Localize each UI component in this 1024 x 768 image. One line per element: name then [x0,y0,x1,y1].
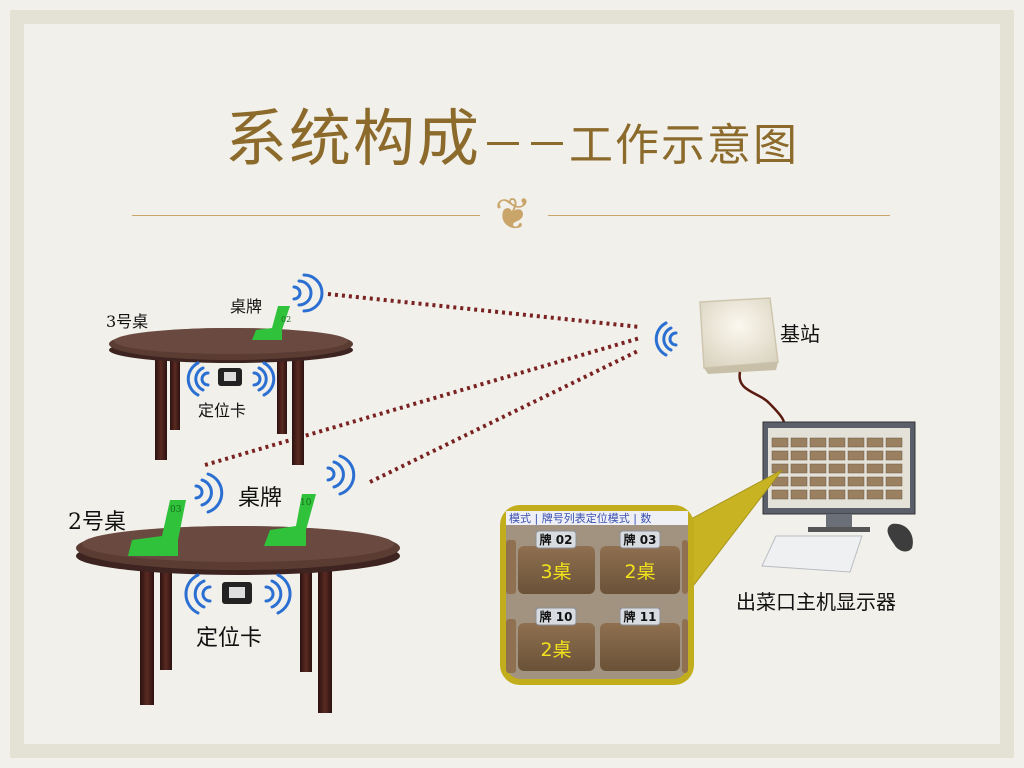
zoom-tabs: 模式 | 牌号列表定位模式 | 数 [509,511,651,525]
signal-icons [184,273,678,615]
zoom-card-1-plate: 牌 02 [540,532,573,547]
link-table3-sign [327,292,641,329]
host-screen-grid [771,437,903,500]
zoom-card-4: 牌 11 [600,607,680,671]
link-table2-sign [369,348,641,484]
slide-title: 系统构成－－工作示意图 [0,88,1024,178]
label-table3: 3号桌 [106,312,149,331]
label-table3-locator: 定位卡 [198,401,247,420]
table3-sign-number: 02 [281,315,291,324]
signal-icon-table2-locator-right [264,573,292,615]
signal-icon-table3-locator-right [252,361,276,397]
label-table2-locator: 定位卡 [196,626,263,651]
title-dashes: －－ [481,120,569,171]
title-sub: 工作示意图 [569,120,799,171]
signal-icon-table2-sign-b [326,454,356,496]
table-3: 02 [109,306,353,465]
table2-locator-icon [222,582,252,604]
label-table2: 2号桌 [68,510,126,535]
table2-sign-b-icon: 10 [264,494,316,546]
zoom-panel: 模式 | 牌号列表定位模式 | 数 牌 02 3桌 牌 03 2桌 牌 10 2… [500,505,694,685]
table2-sign-a-icon: 03 [128,500,186,556]
link-table3-locator [204,336,641,467]
ornament-icon: ❦ [494,189,532,240]
signal-icon-table3-sign [292,273,324,313]
table-2: 03 10 [76,494,400,713]
table2-sign-b-number: 10 [300,498,312,508]
base-station-icon [699,297,786,429]
title-divider-right [548,215,890,216]
zoom-card-3-table: 2桌 [540,639,571,661]
signal-icon-table2-sign-a [194,472,224,514]
title-divider-left [132,215,480,216]
zoom-card-3-plate: 牌 10 [540,609,573,624]
zoom-card-3: 牌 10 2桌 [518,607,595,671]
host-computer-icon [761,421,916,573]
table3-sign-icon: 02 [252,306,291,340]
label-table3-sign: 桌牌 [230,297,263,316]
table2-sign-a-number: 03 [170,505,182,515]
signal-icon-base-station [654,321,678,357]
title-main: 系统构成 [224,102,481,175]
zoom-card-1-table: 3桌 [540,561,571,583]
label-base-station: 基站 [780,322,820,346]
radio-links [204,292,641,484]
zoom-card-2: 牌 03 2桌 [600,530,680,594]
zoom-card-2-table: 2桌 [624,561,655,583]
table3-locator-icon [218,368,242,386]
zoom-card-2-plate: 牌 03 [624,532,657,547]
signal-icon-table2-locator-left [184,573,212,615]
zoom-card-1: 牌 02 3桌 [518,530,595,594]
zoom-card-4-plate: 牌 11 [624,609,657,624]
signal-icon-table3-locator-left [186,361,210,397]
label-host: 出菜口主机显示器 [736,590,896,614]
label-table2-sign: 桌牌 [238,486,283,511]
